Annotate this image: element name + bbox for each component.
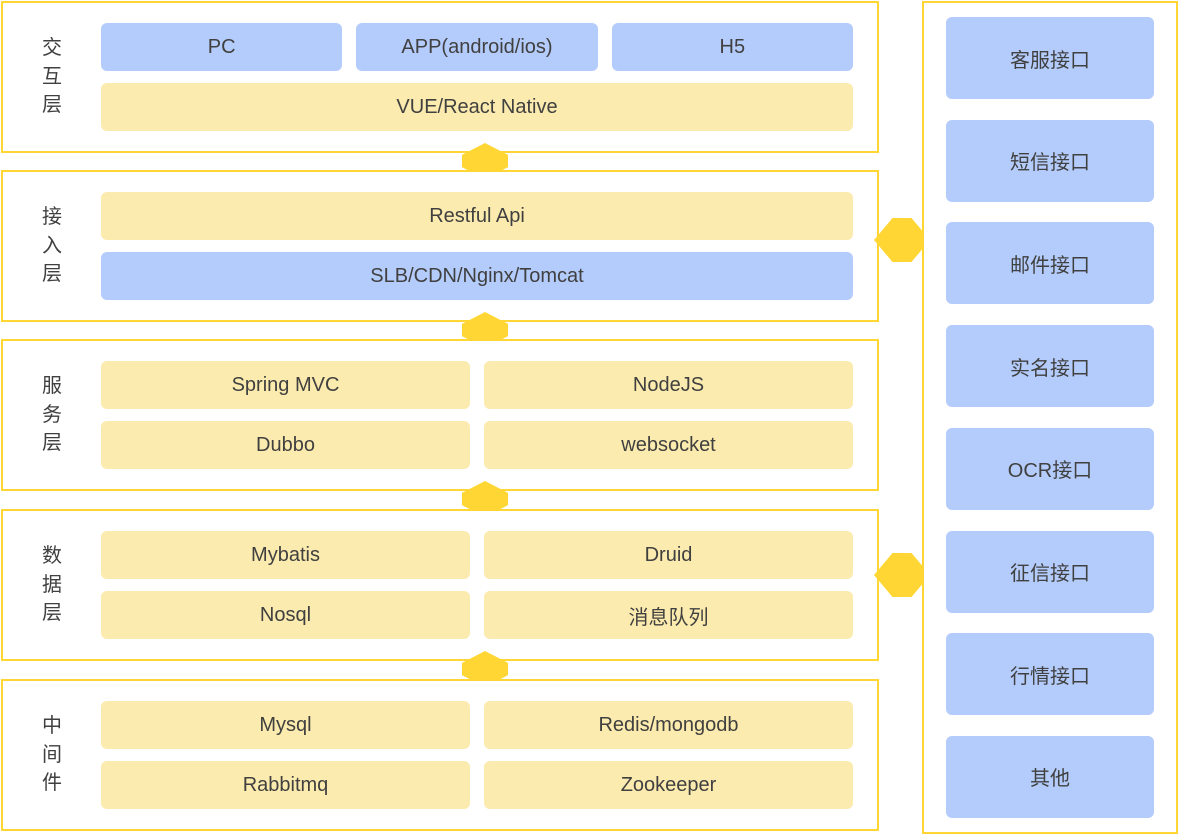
layer-label-char: 据 [42, 573, 62, 596]
tech-box-dubbo[interactable]: Dubbo [101, 421, 470, 469]
layer-panel-interaction: 交 互 层 PC APP(android/ios) H5 VUE/React N… [1, 1, 879, 153]
layer-label-char: 入 [42, 234, 62, 257]
layer-label-char: 交 [42, 37, 62, 60]
tech-box-vue-react-native[interactable]: VUE/React Native [101, 83, 853, 131]
tech-box-redis-mongodb[interactable]: Redis/mongodb [484, 701, 853, 749]
layer-label-access: 接 入 层 [3, 172, 101, 320]
tech-box-h5[interactable]: H5 [611, 23, 853, 71]
tech-box-rabbitmq[interactable]: Rabbitmq [101, 761, 470, 809]
interface-box-email[interactable]: 邮件接口 [946, 222, 1154, 305]
tech-box-slb-cdn-nginx-tomcat[interactable]: SLB/CDN/Nginx/Tomcat [101, 252, 853, 300]
interface-box-other[interactable]: 其他 [946, 735, 1154, 818]
interface-box-credit[interactable]: 征信接口 [946, 530, 1154, 613]
interface-box-real-name[interactable]: 实名接口 [946, 325, 1154, 408]
tech-box-druid[interactable]: Druid [484, 531, 853, 579]
layer-label-interaction: 交 互 层 [3, 3, 101, 151]
layer-row: Spring MVC NodeJS [101, 361, 853, 409]
tech-box-restful-api[interactable]: Restful Api [101, 192, 853, 240]
layer-label-char: 互 [42, 65, 62, 88]
tech-box-zookeeper[interactable]: Zookeeper [484, 761, 853, 809]
tech-box-websocket[interactable]: websocket [484, 421, 853, 469]
layer-label-service: 服 务 层 [3, 341, 101, 489]
tech-box-nodejs[interactable]: NodeJS [484, 361, 853, 409]
tech-box-app[interactable]: APP(android/ios) [356, 23, 598, 71]
layer-label-data: 数 据 层 [3, 511, 101, 659]
tech-box-mysql[interactable]: Mysql [101, 701, 470, 749]
layer-body-interaction: PC APP(android/ios) H5 VUE/React Native [101, 3, 877, 151]
tech-box-pc[interactable]: PC [101, 23, 343, 71]
layer-label-char: 接 [42, 206, 62, 229]
layer-label-char: 件 [42, 772, 62, 795]
layer-body-service: Spring MVC NodeJS Dubbo websocket [101, 341, 877, 489]
interface-box-ocr[interactable]: OCR接口 [946, 427, 1154, 510]
layer-panel-access: 接 入 层 Restful Api SLB/CDN/Nginx/Tomcat [1, 170, 879, 322]
layer-label-char: 中 [42, 715, 62, 738]
layer-row: VUE/React Native [101, 83, 853, 131]
tech-box-spring-mvc[interactable]: Spring MVC [101, 361, 470, 409]
layer-row: SLB/CDN/Nginx/Tomcat [101, 252, 853, 300]
layer-label-char: 层 [42, 432, 62, 455]
tech-box-nosql[interactable]: Nosql [101, 591, 470, 639]
interface-box-market-quote[interactable]: 行情接口 [946, 633, 1154, 716]
layer-label-char: 层 [42, 263, 62, 286]
tech-box-message-queue[interactable]: 消息队列 [484, 591, 853, 639]
layer-label-char: 服 [42, 375, 62, 398]
layer-row: Restful Api [101, 192, 853, 240]
layer-label-char: 间 [42, 743, 62, 766]
interfaces-panel: 客服接口 短信接口 邮件接口 实名接口 OCR接口 征信接口 行情接口 其他 [922, 1, 1178, 834]
layer-row: Nosql 消息队列 [101, 591, 853, 639]
tech-box-mybatis[interactable]: Mybatis [101, 531, 470, 579]
interface-box-customer-service[interactable]: 客服接口 [946, 17, 1154, 99]
layer-label-char: 数 [42, 545, 62, 568]
layer-row: Rabbitmq Zookeeper [101, 761, 853, 809]
layer-body-data: Mybatis Druid Nosql 消息队列 [101, 511, 877, 659]
layer-row: PC APP(android/ios) H5 [101, 23, 853, 71]
layer-row: Mybatis Druid [101, 531, 853, 579]
layer-row: Mysql Redis/mongodb [101, 701, 853, 749]
layer-panel-service: 服 务 层 Spring MVC NodeJS Dubbo websocket [1, 339, 879, 491]
interface-box-sms[interactable]: 短信接口 [946, 119, 1154, 202]
layer-panel-middleware: 中 间 件 Mysql Redis/mongodb Rabbitmq Zooke… [1, 679, 879, 831]
layer-label-middleware: 中 间 件 [3, 681, 101, 829]
layer-body-access: Restful Api SLB/CDN/Nginx/Tomcat [101, 172, 877, 320]
layer-label-char: 层 [42, 602, 62, 625]
layer-body-middleware: Mysql Redis/mongodb Rabbitmq Zookeeper [101, 681, 877, 829]
layer-row: Dubbo websocket [101, 421, 853, 469]
layer-panel-data: 数 据 层 Mybatis Druid Nosql 消息队列 [1, 509, 879, 661]
layer-label-char: 层 [42, 94, 62, 117]
layer-label-char: 务 [42, 403, 62, 426]
